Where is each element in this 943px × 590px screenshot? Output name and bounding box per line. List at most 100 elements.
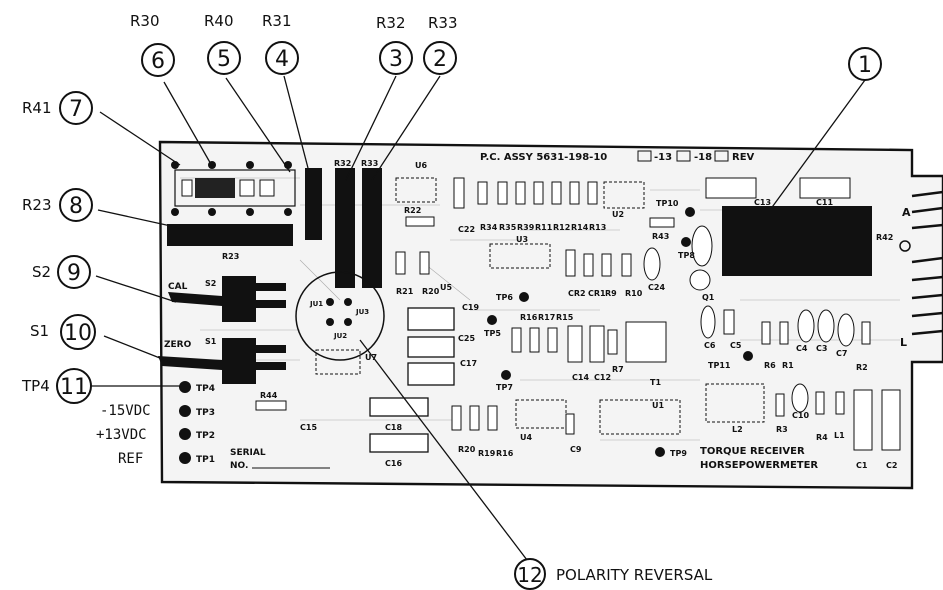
switch-s2: CAL S2 [168, 276, 286, 322]
svg-text:R21: R21 [396, 287, 414, 296]
serial-label: SERIAL [230, 448, 266, 458]
callout-6-ref: R30 [130, 12, 160, 30]
resistor-row-top [395, 177, 598, 275]
assy-13: -13 [654, 152, 672, 163]
voltage-label-neg15: -15VDC [100, 403, 151, 419]
svg-text:9: 9 [67, 261, 81, 286]
callout-5-ref: R40 [204, 12, 234, 30]
svg-text:5: 5 [217, 47, 231, 72]
svg-text:R32: R32 [334, 159, 351, 168]
svg-text:10: 10 [64, 321, 92, 346]
svg-text:C13: C13 [754, 198, 771, 207]
svg-text:C10: C10 [792, 411, 809, 420]
svg-text:C16: C16 [385, 459, 402, 468]
callout-7: R41 7 [22, 91, 93, 125]
svg-text:R34: R34 [480, 223, 498, 232]
svg-text:C24: C24 [648, 283, 665, 292]
assy-18: -18 [694, 152, 712, 163]
svg-text:R33: R33 [361, 159, 378, 168]
svg-text:R1: R1 [782, 361, 794, 370]
svg-text:R3: R3 [776, 425, 788, 434]
svg-text:U6: U6 [415, 161, 427, 170]
svg-text:4: 4 [275, 47, 289, 72]
testpoints-left: TP4 TP3 TP2 TP1 [179, 381, 215, 465]
svg-text:R23: R23 [222, 252, 239, 261]
serial-no-label: NO. [230, 461, 248, 471]
svg-text:C14: C14 [572, 373, 589, 382]
tp6-label: TP6 [496, 293, 513, 302]
svg-text:C1: C1 [856, 461, 868, 470]
tp11-label: TP11 [708, 361, 731, 370]
edge-connector [911, 190, 943, 336]
svg-text:R19: R19 [478, 449, 496, 458]
svg-text:U4: U4 [520, 433, 532, 442]
svg-text:U1: U1 [652, 401, 664, 410]
svg-text:R7: R7 [612, 365, 624, 374]
svg-text:12: 12 [517, 563, 542, 587]
testpoints-board: TP5 TP6 TP7 TP8 TP9 TP10 TP11 [484, 199, 753, 458]
capacitors-middle: C19 C25 C17 U7 [365, 303, 479, 386]
right-labels: C6 C5 C4 C3 C7 R6 R1 R2 R3 C10 R4 L1 C1 … [520, 341, 897, 470]
svg-text:R9: R9 [605, 289, 617, 298]
callout-12: 12 POLARITY REVERSAL [514, 558, 713, 590]
svg-text:R35: R35 [499, 223, 517, 232]
capacitors-bottom-left: C18 C16 C15 [300, 397, 429, 468]
svg-text:R16: R16 [520, 313, 538, 322]
tp8-label: TP8 [678, 251, 695, 260]
svg-text:C25: C25 [458, 334, 475, 343]
callout-10: S1 10 [30, 314, 96, 350]
svg-text:L2: L2 [732, 425, 743, 434]
switch-zero-label: ZERO [164, 340, 192, 350]
svg-text:C6: C6 [704, 341, 716, 350]
svg-text:JU3: JU3 [355, 308, 369, 316]
svg-text:U2: U2 [612, 210, 624, 219]
board-header: P.C. ASSY 5631-198-10 -13 -18 REV [480, 150, 755, 163]
svg-text:JU2: JU2 [333, 332, 347, 340]
callout-2-ref: R33 [428, 14, 458, 32]
svg-text:C2: C2 [886, 461, 897, 470]
svg-text:T1: T1 [650, 378, 661, 387]
trimmer-r33: R33 [361, 159, 382, 288]
svg-text:R44: R44 [260, 391, 278, 400]
svg-text:R39: R39 [517, 223, 535, 232]
callout-3-ref: R32 [376, 14, 406, 32]
svg-text:R10: R10 [625, 289, 643, 298]
callout-8: R23 8 [22, 188, 93, 222]
callout-8-ref: R23 [22, 196, 52, 214]
svg-text:CR1: CR1 [588, 289, 606, 298]
svg-text:JU1: JU1 [309, 300, 323, 308]
edge-label-l: L [900, 336, 907, 349]
svg-text:R22: R22 [404, 206, 421, 215]
tp4-label: TP4 [196, 384, 215, 394]
svg-text:8: 8 [69, 194, 83, 219]
svg-text:R20: R20 [422, 287, 440, 296]
ics [315, 177, 765, 435]
svg-text:Q1: Q1 [702, 293, 715, 302]
svg-text:C15: C15 [300, 423, 317, 432]
svg-text:C17: C17 [460, 359, 477, 368]
svg-text:R15: R15 [556, 313, 574, 322]
callout-11-ref: TP4 [21, 377, 50, 395]
callout-9: S2 9 [32, 255, 91, 289]
svg-text:C9: C9 [570, 445, 582, 454]
right-middle-components [700, 305, 901, 451]
board-title-1: TORQUE RECEIVER [700, 446, 805, 457]
svg-text:C18: C18 [385, 423, 402, 432]
rev-label: REV [732, 152, 755, 163]
svg-text:11: 11 [60, 375, 88, 400]
tp5-label: TP5 [484, 329, 501, 338]
svg-text:S2: S2 [205, 279, 216, 288]
callout-7-ref: R41 [22, 99, 52, 117]
resistor-network [171, 161, 296, 216]
svg-text:C3: C3 [816, 344, 827, 353]
svg-text:6: 6 [151, 49, 165, 74]
callout-4-ref: R31 [262, 12, 292, 30]
svg-text:C11: C11 [816, 198, 833, 207]
svg-text:C12: C12 [594, 373, 611, 382]
svg-text:U5: U5 [440, 283, 452, 292]
polarity-reversal-jumpers: JU1 JU3 JU2 [295, 271, 385, 361]
svg-text:R16: R16 [496, 449, 514, 458]
switch-cal-label: CAL [168, 282, 188, 292]
switch-s1: ZERO S1 [158, 337, 286, 384]
board-title-2: HORSEPOWERMETER [700, 460, 818, 471]
